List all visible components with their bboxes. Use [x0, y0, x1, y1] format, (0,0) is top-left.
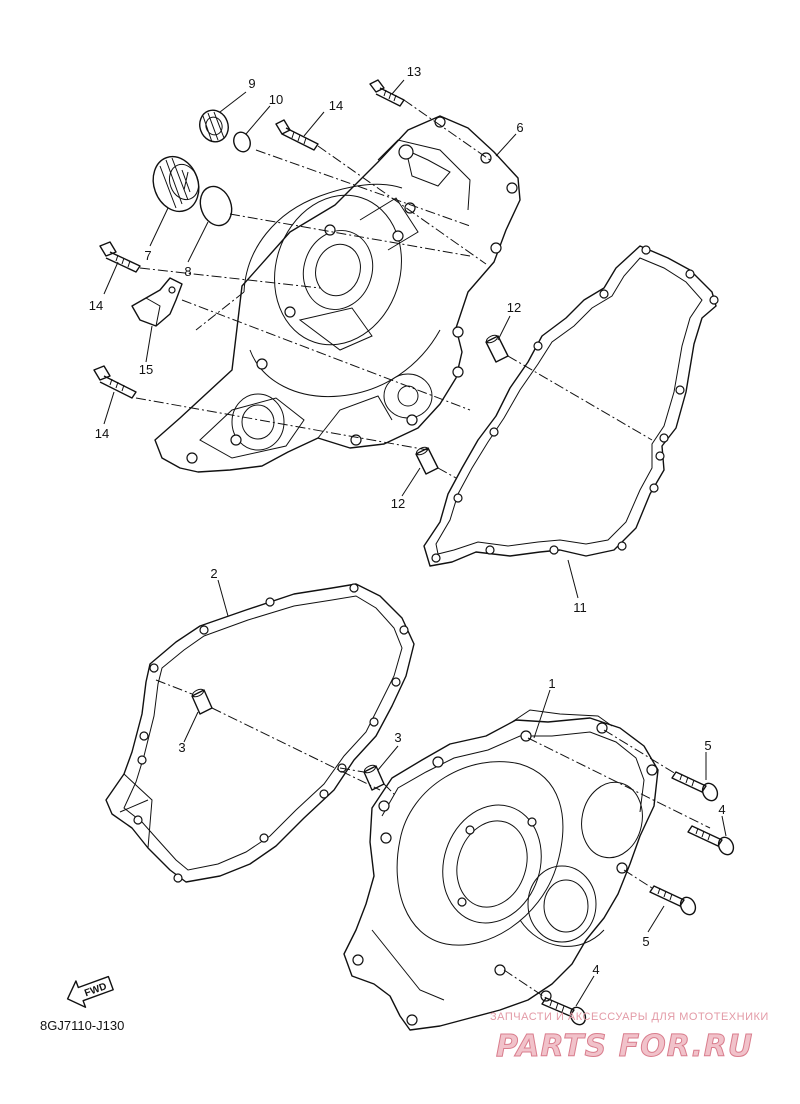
bolt-part-4-upper	[687, 825, 735, 856]
callout-13: 13	[407, 64, 421, 79]
callout-9: 9	[248, 76, 255, 91]
o-ring-part-8	[199, 185, 233, 227]
plug-part-7	[152, 155, 200, 213]
callout-14: 14	[329, 98, 343, 113]
watermark-brand: PARTS FOR.RU	[496, 1029, 753, 1064]
callout-15: 15	[139, 362, 153, 377]
callout-14: 14	[95, 426, 109, 441]
callout-10: 10	[269, 92, 283, 107]
dowel-pin-part-3-right	[363, 764, 385, 791]
lower-alignment-lines	[155, 679, 711, 999]
gasket-part-11	[423, 245, 719, 567]
callout-leader-lines	[103, 79, 727, 1007]
callout-12: 12	[391, 496, 405, 511]
bolt-part-14-top	[275, 119, 319, 151]
crankcase-cover-part-6	[154, 115, 521, 473]
callout-1: 1	[548, 676, 555, 691]
callout-8: 8	[184, 264, 191, 279]
watermark-tagline: ЗАПЧАСТИ И АКСЕССУАРЫ ДЛЯ МОТОТЕХНИКИ	[490, 1011, 769, 1023]
dowel-pin-part-12-upper	[485, 334, 509, 363]
forward-direction-arrow: FWD	[66, 975, 114, 1008]
callout-6: 6	[516, 120, 523, 135]
callout-4: 4	[592, 962, 599, 977]
gasket-part-2	[105, 583, 415, 883]
callout-12: 12	[507, 300, 521, 315]
callout-labels: 9 10 13 14 6 7 8 14 15 12 14 12 11 2 1 3…	[89, 64, 726, 977]
callout-11: 11	[573, 600, 587, 615]
callout-14: 14	[89, 298, 103, 313]
cover-part-1	[343, 709, 659, 1031]
callout-5: 5	[704, 738, 711, 753]
callout-5: 5	[642, 934, 649, 949]
dowel-pin-part-3-left	[191, 688, 213, 715]
plug-part-9	[199, 109, 229, 143]
bolt-part-14-lower	[93, 365, 137, 399]
bolt-part-14-left	[99, 241, 141, 273]
drawing-code: 8GJ7110-J130	[40, 1018, 124, 1033]
bolt-part-5-upper	[671, 771, 719, 802]
callout-4: 4	[718, 802, 725, 817]
callout-3: 3	[178, 740, 185, 755]
watermark: ЗАПЧАСТИ И АКСЕССУАРЫ ДЛЯ МОТОТЕХНИКИ PA…	[490, 1011, 769, 1065]
o-ring-part-10	[233, 131, 251, 153]
bolt-part-13	[369, 79, 405, 107]
upper-alignment-lines	[135, 99, 653, 479]
bolt-part-5-lower	[649, 885, 697, 916]
clamp-part-15	[131, 277, 183, 327]
bolt-part-4-lower	[541, 997, 587, 1026]
callout-2: 2	[210, 566, 217, 581]
callout-3: 3	[394, 730, 401, 745]
callout-7: 7	[144, 248, 151, 263]
